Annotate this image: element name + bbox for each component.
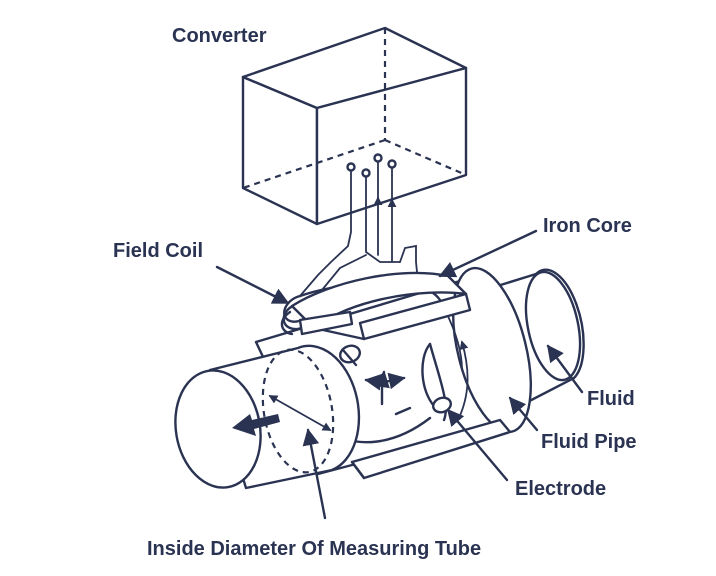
- signal-wires: [299, 153, 419, 297]
- label-fluid: Fluid: [587, 388, 635, 410]
- iron-core-top: [290, 271, 472, 341]
- label-converter: Converter: [172, 25, 267, 47]
- leader-lines: [215, 229, 584, 520]
- label-field-coil: Field Coil: [113, 240, 203, 262]
- iron-core-bottom: [350, 418, 512, 480]
- direction-arrows: [364, 370, 412, 416]
- label-fluid-pipe: Fluid Pipe: [541, 431, 637, 453]
- label-inside-diameter: Inside Diameter Of Measuring Tube: [147, 538, 482, 560]
- electrode-top: [339, 344, 361, 367]
- label-iron-core: Iron Core: [543, 215, 632, 237]
- label-electrode: Electrode: [515, 478, 607, 500]
- diameter-arrow: [268, 395, 332, 431]
- converter-box: [241, 26, 468, 226]
- electrode-right: [432, 396, 452, 414]
